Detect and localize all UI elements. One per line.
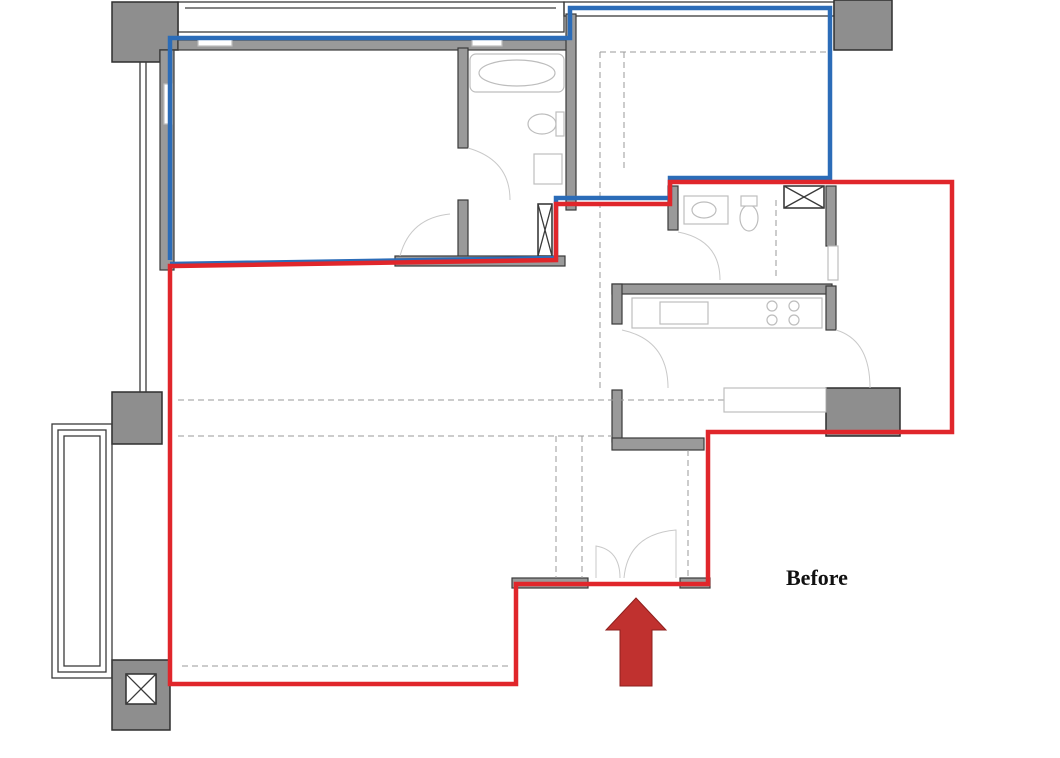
bathroom-fixtures bbox=[399, 53, 871, 579]
red-outline bbox=[167, 179, 955, 687]
before-label: Before bbox=[786, 565, 848, 590]
left-bay-window bbox=[51, 62, 147, 679]
entrance-arrow bbox=[604, 597, 668, 687]
dashed-zone-lines bbox=[178, 51, 826, 667]
ventilation-shafts bbox=[125, 185, 825, 705]
corner-pillars bbox=[111, 0, 901, 731]
